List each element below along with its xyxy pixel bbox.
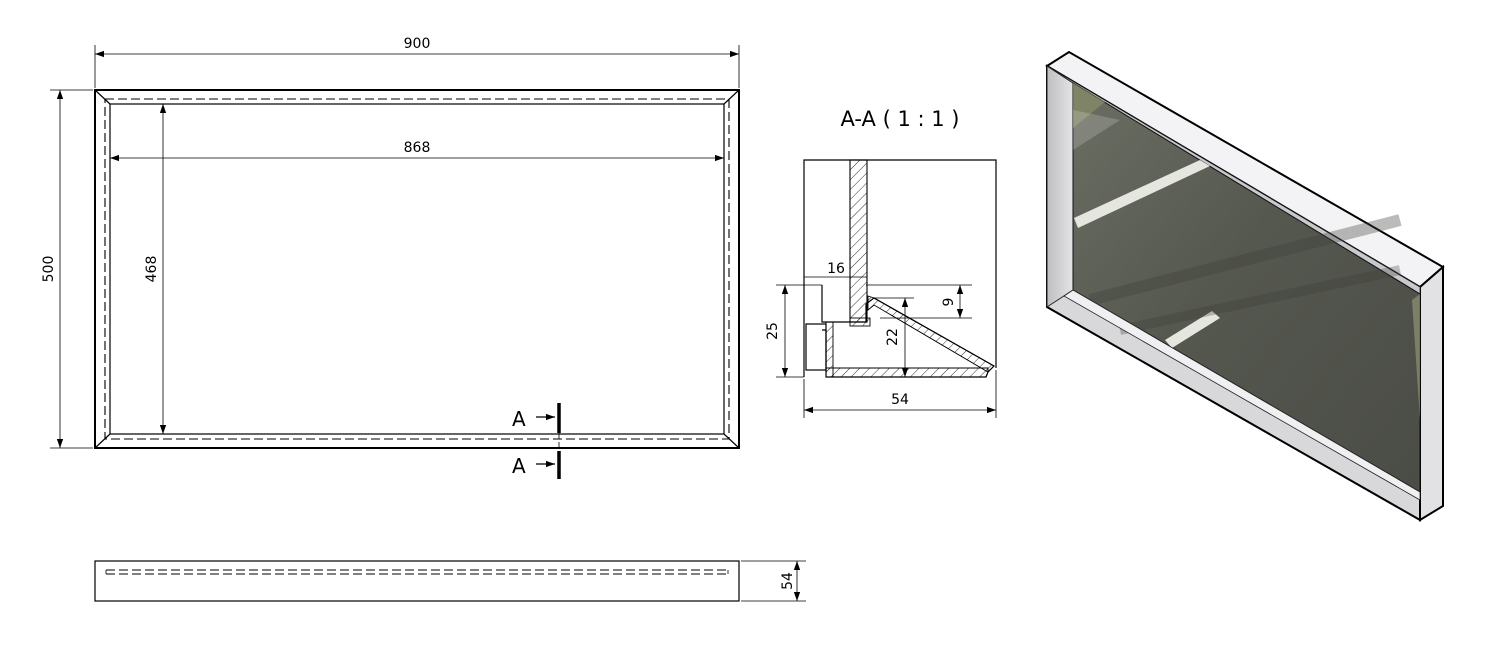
- corner-miter-tr: [723, 89, 740, 105]
- dimension-label-900: 900: [404, 36, 431, 52]
- profile-foot: [805, 323, 827, 371]
- dimension-label-25: 25: [765, 322, 781, 340]
- section-title: A-A ( 1 : 1 ): [841, 107, 960, 131]
- dimension-label-500: 500: [41, 256, 57, 283]
- side-view: 54: [94, 560, 806, 602]
- dimension-label-22: 22: [885, 328, 901, 346]
- dimension-label-9: 9: [941, 298, 957, 307]
- frame-inner-left-wall: [1046, 65, 1074, 308]
- hidden-edge-dashed: [104, 98, 730, 440]
- svg-text:A: A: [512, 454, 526, 478]
- glass-panel-hatched: [849, 159, 868, 323]
- frame-outer-edge: [94, 89, 740, 449]
- front-view: 900 868 500 468 A A: [41, 36, 740, 479]
- dimension-label-16: 16: [827, 261, 845, 277]
- dimension-label-54-section: 54: [891, 392, 909, 408]
- frame-inner-bottom-lip: [1063, 289, 1421, 501]
- frame-right-face: [1419, 264, 1444, 522]
- frame-inner-edge: [109, 103, 725, 435]
- corner-miter-tl: [94, 89, 111, 105]
- section-a-a: A-A ( 1 : 1 ) 16 9 25 22: [765, 107, 997, 418]
- section-marker-a-top: A: [512, 403, 561, 433]
- svg-text:A: A: [512, 407, 526, 431]
- dimension-label-54-side: 54: [780, 572, 796, 590]
- dimension-label-468: 468: [144, 256, 160, 283]
- corner-miter-bl: [94, 433, 111, 449]
- corner-miter-br: [723, 433, 740, 449]
- section-marker-a-bottom: A: [512, 451, 561, 479]
- dimension-label-868: 868: [404, 140, 431, 156]
- side-view-outline: [94, 560, 740, 602]
- frame-profile: [821, 285, 995, 378]
- isometric-view: [1045, 50, 1445, 522]
